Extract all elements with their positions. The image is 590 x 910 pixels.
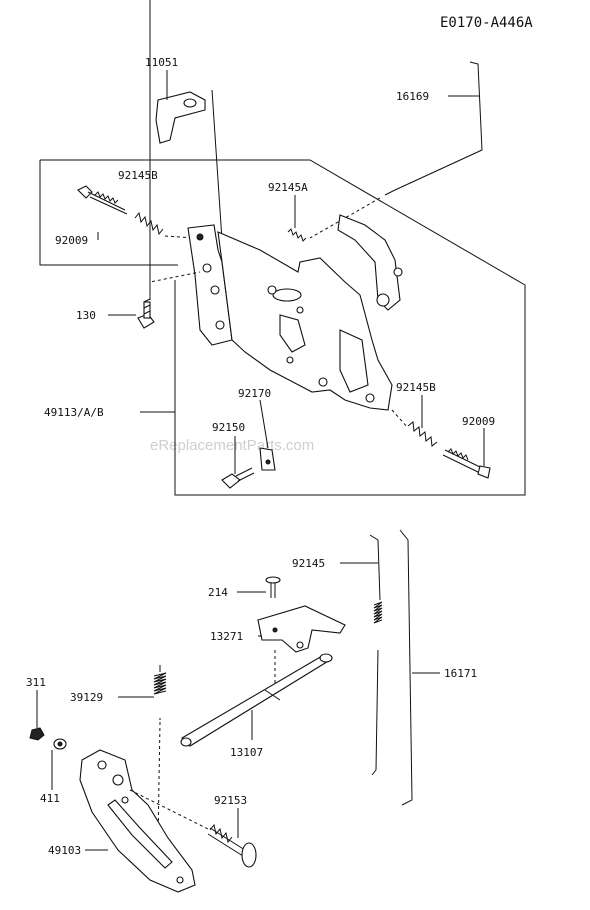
callout-39129: 39129 [70,691,103,704]
callout-16169: 16169 [396,90,429,103]
callout-92145B-right: 92145B [396,381,436,394]
shaft-13107 [180,653,333,747]
callout-92150: 92150 [212,421,245,434]
clip-92170 [259,447,276,471]
spring-39129 [153,665,167,720]
assembly-frame [39,159,526,496]
leader-11051-to-plate [211,89,223,241]
callout-16171: 16171 [444,667,477,680]
diagram-code: E0170-A446A [440,15,533,31]
spring-92145A [287,228,307,242]
rod-16169 [384,61,483,196]
callout-13271: 13271 [210,630,243,643]
bolt-92009-top [77,185,128,215]
callout-49113: 49113/A/B [44,406,104,419]
lever-49103 [79,749,196,893]
callout-214: 214 [208,586,228,599]
watermark: eReplacementParts.com [150,437,314,454]
spring-92145B-right [407,421,438,447]
callout-130: 130 [76,309,96,322]
callout-92145B-top: 92145B [118,169,158,182]
callout-49103: 49103 [48,844,81,857]
callout-311: 311 [26,676,46,689]
washer-411 [53,738,67,750]
nut-311 [29,727,45,741]
callout-92145A: 92145A [268,181,308,194]
callout-92009-right: 92009 [462,415,495,428]
bolt-92153 [207,823,257,868]
plate-13271 [257,605,346,653]
control-plate-assembly [187,214,403,411]
bolt-92150 [221,467,255,489]
callout-92145: 92145 [292,557,325,570]
bolt-92009-right [442,448,491,479]
spring-92145B-top [134,211,164,236]
callout-92153: 92153 [214,794,247,807]
callout-92009-top: 92009 [55,234,88,247]
leader-92170 [259,399,269,449]
bracket-11051 [155,91,206,144]
rod-16171 [399,529,413,806]
callout-92170: 92170 [238,387,271,400]
spring-92145 [369,534,383,776]
rod-16169-dash [309,197,381,239]
callout-411: 411 [40,792,60,805]
screw-214 [265,576,281,598]
callout-13107: 13107 [230,746,263,759]
callout-11051: 11051 [145,56,178,69]
bolt-130 [137,298,155,329]
